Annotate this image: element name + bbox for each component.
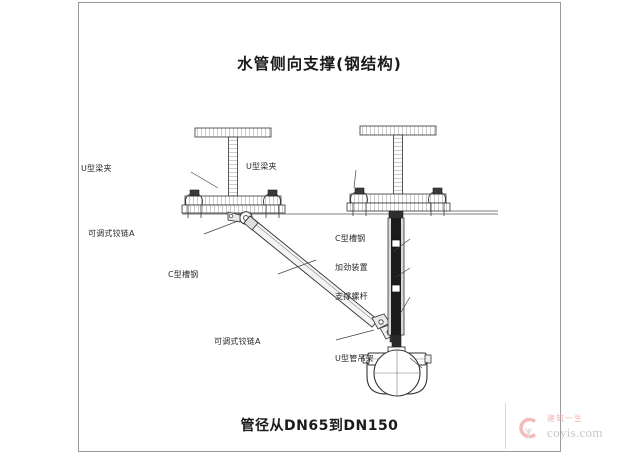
annotation-beam-clamp-left: U型梁夹 xyxy=(81,164,112,173)
left-beam-assembly xyxy=(181,127,286,218)
vertical-channel-support xyxy=(387,210,405,350)
right-clamp-plate xyxy=(346,202,451,212)
left-u-clamp-b xyxy=(263,189,281,218)
right-beam-assembly xyxy=(346,125,451,216)
annotation-stiffener: 加劲装置 xyxy=(335,263,368,272)
left-clamp-plate xyxy=(181,204,286,214)
watermark-divider xyxy=(505,403,506,449)
left-u-clamp-a xyxy=(185,189,203,218)
watermark-tagline: 建筑一生 xyxy=(547,414,583,423)
leader-lines xyxy=(190,169,423,369)
drawing-caption: 管径从DN65到DN150 xyxy=(240,418,399,434)
stiffener-marker-lower xyxy=(391,284,401,293)
diagonal-channel-brace xyxy=(243,215,379,328)
drawing-sheet-border xyxy=(78,2,561,452)
annotation-support-rod: 支撑螺杆 xyxy=(335,292,368,301)
annotation-channel-diagonal: C型槽钢 xyxy=(168,270,199,279)
stiffener-marker-upper xyxy=(391,239,401,248)
watermark-domain: coyis.com xyxy=(547,425,603,440)
watermark: 建筑一生 coyis.com xyxy=(505,403,633,449)
pipe-hanger-assembly xyxy=(362,346,432,397)
technical-drawing xyxy=(181,125,498,397)
vertical-top-bracket xyxy=(388,210,404,219)
annotation-beam-clamp-right: U型梁夹 xyxy=(246,162,277,171)
letter-c-logo-icon xyxy=(519,417,537,439)
page-title: 水管侧向支撑(钢结构) xyxy=(237,55,402,73)
annotation-hinge-upper: 可调式铰链A xyxy=(88,229,135,238)
annotation-pipe-hanger: U型管吊架 xyxy=(335,354,374,363)
annotation-channel-vertical: C型槽钢 xyxy=(335,234,366,243)
annotation-hinge-lower: 可调式铰链A xyxy=(214,337,261,346)
